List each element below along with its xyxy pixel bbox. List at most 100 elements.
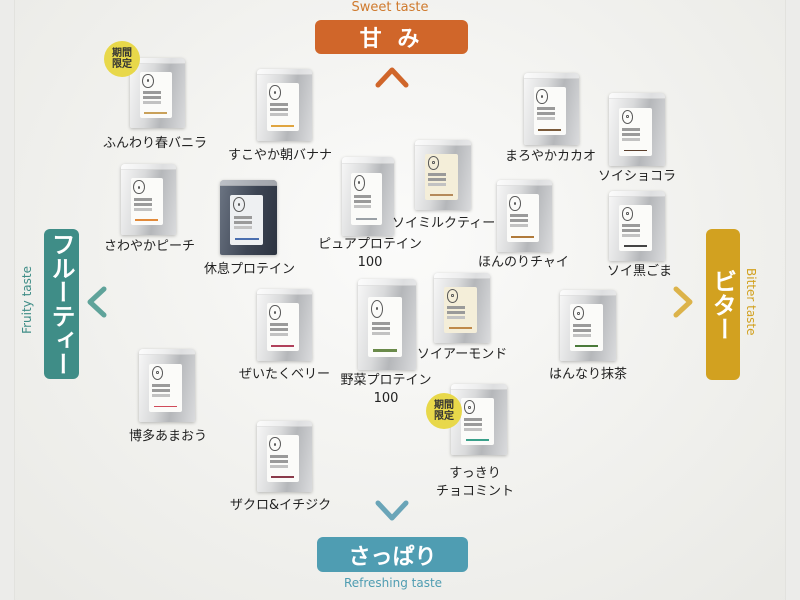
brand-logo-icon xyxy=(463,400,476,415)
product-package-image[interactable] xyxy=(342,157,394,236)
brand-logo-icon xyxy=(427,155,440,170)
refreshing-arrowhead xyxy=(375,500,409,521)
product-name: すこやか朝バナナ xyxy=(228,147,332,165)
product-package-image[interactable] xyxy=(257,69,312,141)
package-text-lines xyxy=(622,127,641,131)
flavor-color-stripe xyxy=(135,218,159,221)
fruity-arrowhead xyxy=(87,286,107,318)
product-package-image[interactable] xyxy=(358,279,416,370)
product-package-image[interactable] xyxy=(451,384,507,455)
package-label-window xyxy=(570,304,603,352)
product-name: ほんのりチャイ xyxy=(478,254,569,272)
product-name: 休息プロテイン xyxy=(204,261,295,279)
sweet-english-label: Sweet taste xyxy=(351,0,429,15)
package-label-window xyxy=(506,194,539,242)
package-text-lines xyxy=(510,214,528,218)
product-name-line1: はんなり抹茶 xyxy=(549,367,628,382)
brand-logo-icon xyxy=(572,306,585,321)
product-package-image[interactable] xyxy=(609,191,665,261)
product-name: ピュアプロテイン 100 xyxy=(310,236,430,272)
bitter-axis-label: ビター xyxy=(706,229,740,380)
product-package-image[interactable] xyxy=(257,289,312,361)
brand-logo-icon xyxy=(536,89,548,104)
product-name-line1: すこやか朝バナナ xyxy=(228,148,333,163)
brand-logo-icon xyxy=(269,305,281,320)
flavor-color-stripe xyxy=(271,344,295,347)
package-text-lines xyxy=(134,197,152,201)
product-name: ソイ黒ごま xyxy=(607,263,672,281)
product-name-line1: 休息プロテイン xyxy=(204,262,296,277)
product-name-line2: 100 xyxy=(373,391,399,406)
fruity-english-label: Fruity taste xyxy=(20,266,34,334)
product-package-image[interactable] xyxy=(220,180,277,255)
flavor-color-stripe xyxy=(448,327,472,330)
product-name: ふんわり春バニラ xyxy=(103,135,207,153)
product-package-image[interactable] xyxy=(434,273,490,343)
product-package-image[interactable] xyxy=(524,73,579,145)
flavor-color-stripe xyxy=(271,475,295,478)
product-name-line1: さわやかピーチ xyxy=(104,239,196,254)
sweet-axis-label: 甘 み xyxy=(315,20,468,54)
product-name-line1: ザクロ&イチジク xyxy=(230,498,332,513)
brand-logo-icon xyxy=(353,174,365,191)
sweet-arrowhead xyxy=(375,67,409,88)
package-label-window xyxy=(368,297,403,358)
flavor-color-stripe xyxy=(234,238,259,241)
product-package-image[interactable] xyxy=(560,290,616,361)
product-name-line1: ソイショコラ xyxy=(598,169,677,184)
product-name: 野菜プロテイン 100 xyxy=(326,372,446,408)
package-text-lines xyxy=(371,322,391,326)
right-page-rail xyxy=(785,0,800,600)
bitter-arrowhead xyxy=(673,286,693,318)
product-name: すっきりチョコミント xyxy=(420,465,530,501)
brand-logo-icon xyxy=(269,437,281,452)
package-label-window xyxy=(461,398,494,446)
brand-logo-icon xyxy=(446,288,459,303)
product-name: ソイショコラ xyxy=(598,168,676,186)
brand-logo-icon xyxy=(509,196,521,211)
package-label-window xyxy=(149,363,182,412)
flavor-color-stripe xyxy=(511,235,535,238)
product-name-line2: チョコミント xyxy=(435,484,514,499)
product-name-line2: 100 xyxy=(357,255,383,270)
package-text-lines xyxy=(270,454,288,458)
brand-logo-icon xyxy=(621,109,634,124)
product-name-line1: ソイミルクティー xyxy=(392,216,496,231)
product-name: 博多あまおう xyxy=(129,428,207,446)
product-name: ザクロ&イチジク xyxy=(230,497,331,515)
flavor-color-stripe xyxy=(538,128,562,131)
product-package-image[interactable] xyxy=(121,164,176,235)
product-name-line1: 野菜プロテイン xyxy=(340,373,432,388)
flavor-color-stripe xyxy=(373,349,398,352)
flavor-color-stripe xyxy=(574,344,598,347)
product-package-image[interactable] xyxy=(139,349,195,422)
product-name-line1: まろやかカカオ xyxy=(505,149,597,164)
brand-logo-icon xyxy=(371,299,384,318)
product-package-image[interactable] xyxy=(130,58,185,128)
flavor-color-stripe xyxy=(623,245,647,248)
product-package-image[interactable] xyxy=(497,180,552,252)
product-name: ソイアーモンド xyxy=(417,346,507,364)
flavor-color-stripe xyxy=(153,405,177,408)
brand-logo-icon xyxy=(133,180,145,195)
package-text-lines xyxy=(464,417,483,421)
product-name: ソイミルクティー xyxy=(392,215,495,233)
refreshing-english-label: Refreshing taste xyxy=(343,576,443,590)
product-package-image[interactable] xyxy=(609,93,665,166)
product-name-line1: ピュアプロテイン xyxy=(318,237,422,252)
package-text-lines xyxy=(143,91,161,95)
product-package-image[interactable] xyxy=(257,421,312,492)
product-package-image[interactable] xyxy=(415,140,471,210)
brand-logo-icon xyxy=(232,196,245,212)
package-text-lines xyxy=(622,224,641,228)
bitter-english-label: Bitter taste xyxy=(744,268,758,336)
package-text-lines xyxy=(573,323,592,327)
product-name-line1: すっきり xyxy=(449,466,501,481)
product-name-line1: ぜいたくベリー xyxy=(239,367,331,382)
product-name-line1: 博多あまおう xyxy=(129,429,208,444)
brand-logo-icon xyxy=(621,206,634,221)
package-text-lines xyxy=(270,103,288,107)
limited-edition-badge: 期間限定 xyxy=(104,41,140,77)
package-text-lines xyxy=(537,107,555,111)
